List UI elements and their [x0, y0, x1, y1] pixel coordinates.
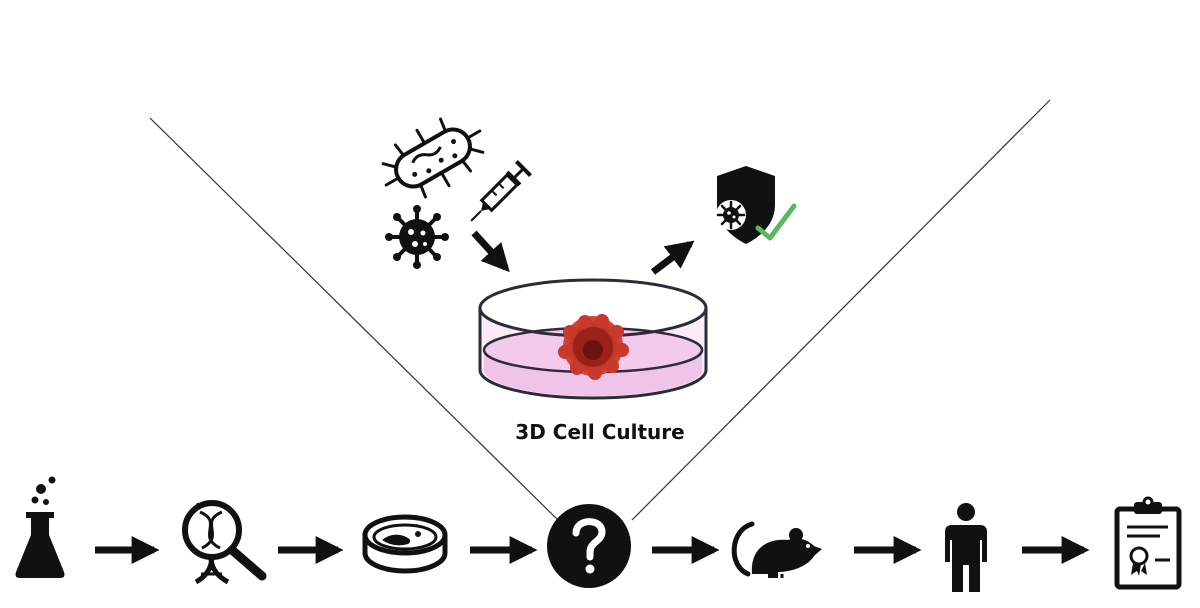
syringe-icon [470, 160, 532, 222]
shield-check-icon [716, 166, 797, 244]
bacterium-icon [381, 117, 485, 199]
flask-icon [15, 476, 65, 578]
culture-caption: 3D Cell Culture [515, 420, 685, 444]
question-mark-icon [547, 504, 631, 588]
spheroid [558, 314, 629, 380]
mouse-icon [731, 521, 822, 578]
arrow-to-protection [650, 240, 695, 275]
certificate-clipboard-icon [1114, 496, 1182, 590]
virus-icon [385, 205, 449, 269]
dna-magnifier-icon [182, 500, 267, 585]
spheroid-petri-dish-icon [478, 278, 708, 400]
petri-dish-icon [362, 514, 448, 574]
person-icon [945, 503, 987, 592]
funnel-line-left [149, 117, 561, 523]
arrow-to-culture [471, 230, 510, 273]
funnel-line-right [631, 99, 1051, 521]
